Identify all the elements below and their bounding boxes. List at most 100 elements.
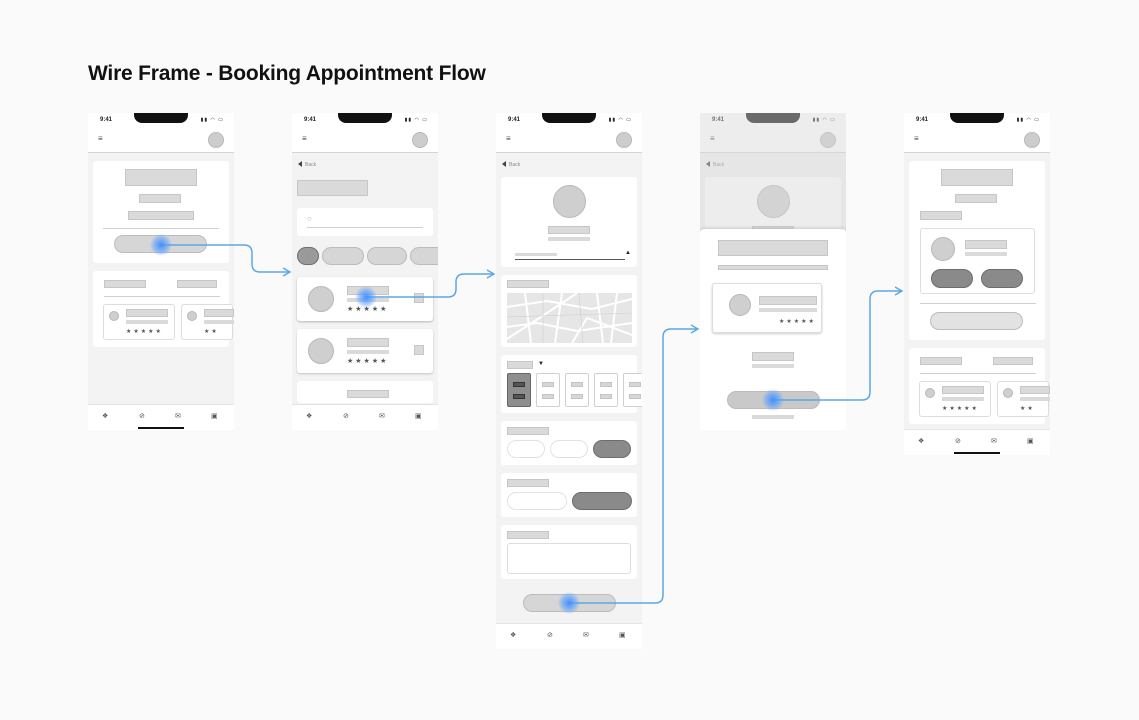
doctor-card[interactable]: ★★★★★ — [919, 381, 991, 417]
notch — [542, 113, 596, 123]
notch — [950, 113, 1004, 123]
doctor-specialty-placeholder — [942, 397, 984, 401]
app-bar: ≡ — [904, 129, 1050, 153]
avatar[interactable] — [208, 132, 224, 148]
avatar[interactable] — [412, 132, 428, 148]
mail-icon[interactable]: ✉ — [583, 632, 589, 639]
link-icon[interactable]: ⊘ — [139, 413, 145, 420]
option-chip[interactable] — [507, 440, 545, 458]
favorite-placeholder[interactable] — [414, 345, 424, 355]
bottom-nav: ❖ ⊘ ✉ ▣ — [496, 623, 642, 649]
doctor-card[interactable]: ★★ — [181, 304, 234, 340]
signal-icon: ▮▮ ◠ ▭ — [200, 117, 224, 123]
back-link[interactable]: Back — [706, 161, 724, 168]
filter-chip[interactable] — [410, 247, 438, 265]
menu-icon[interactable]: ≡ — [710, 134, 715, 143]
doctor-avatar — [931, 237, 955, 261]
doctor-card[interactable]: ★★★★★ — [103, 304, 175, 340]
profile-icon[interactable]: ▣ — [1027, 438, 1034, 445]
visit-type-card — [501, 421, 637, 465]
home-icon[interactable]: ❖ — [306, 413, 313, 420]
avatar[interactable] — [820, 132, 836, 148]
screen-confirm-modal: 9:41 ▮▮ ◠ ▭ ≡ Back ★★★★★ — [700, 113, 846, 430]
option-chip[interactable] — [550, 440, 588, 458]
menu-icon[interactable]: ≡ — [302, 134, 307, 143]
doctor-avatar — [187, 311, 197, 321]
option-chip-selected[interactable] — [572, 492, 632, 510]
doctor-specialty-placeholder — [126, 320, 168, 324]
doctor-specialty-placeholder — [347, 350, 389, 354]
doctor-list-item[interactable]: ★★★★★ — [297, 329, 433, 373]
sheet-subtitle-placeholder — [718, 265, 828, 270]
doctor-specialty-placeholder — [204, 320, 234, 324]
time-slot[interactable] — [623, 373, 642, 407]
tap-indicator — [150, 234, 172, 256]
favorite-placeholder[interactable] — [414, 293, 424, 303]
time-slot[interactable] — [594, 373, 618, 407]
link-icon[interactable]: ⊘ — [955, 438, 961, 445]
filter-chip[interactable] — [322, 247, 364, 265]
back-link[interactable]: Back — [502, 161, 520, 168]
filter-chip[interactable] — [367, 247, 407, 265]
back-link[interactable]: Back — [298, 161, 316, 168]
menu-icon[interactable]: ≡ — [914, 134, 919, 143]
text-placeholder — [128, 211, 194, 220]
signal-icon: ▮▮ ◠ ▭ — [812, 117, 836, 123]
notes-textarea[interactable] — [507, 543, 631, 574]
doctor-card[interactable]: ★★ — [997, 381, 1050, 417]
doctor-photo — [757, 185, 790, 218]
upcoming-appointment-card[interactable] — [920, 228, 1035, 294]
profile-icon[interactable]: ▣ — [415, 413, 422, 420]
app-bar: ≡ — [292, 129, 438, 153]
booking-time-placeholder — [752, 352, 794, 361]
divider — [104, 296, 220, 297]
link-icon[interactable]: ⊘ — [547, 632, 553, 639]
back-arrow-icon — [502, 161, 506, 167]
home-icon[interactable]: ❖ — [102, 413, 109, 420]
option-chip[interactable] — [507, 492, 567, 510]
section-title-placeholder — [104, 280, 146, 288]
profile-icon[interactable]: ▣ — [619, 632, 626, 639]
time-slot-selected[interactable] — [507, 373, 531, 407]
map-view[interactable] — [507, 293, 632, 343]
back-label: Back — [509, 162, 521, 168]
doctor-list-item[interactable] — [297, 381, 433, 403]
doctor-photo — [553, 185, 586, 218]
chevron-down-icon[interactable]: ▼ — [538, 361, 544, 367]
mail-icon[interactable]: ✉ — [991, 438, 997, 445]
reschedule-button[interactable] — [931, 269, 973, 288]
search-input[interactable]: ○ — [297, 208, 433, 236]
menu-icon[interactable]: ≡ — [98, 134, 103, 143]
notch — [338, 113, 392, 123]
mail-icon[interactable]: ✉ — [175, 413, 181, 420]
doctor-avatar — [1003, 388, 1013, 398]
rating-stars: ★★★★★ — [779, 319, 816, 325]
date-selector-placeholder — [507, 361, 533, 369]
filter-chip-active[interactable] — [297, 247, 319, 265]
doctor-name-placeholder — [965, 240, 1007, 249]
home-icon[interactable]: ❖ — [918, 438, 925, 445]
time-slot[interactable] — [536, 373, 560, 407]
mail-icon[interactable]: ✉ — [379, 413, 385, 420]
profile-icon[interactable]: ▣ — [211, 413, 218, 420]
avatar[interactable] — [616, 132, 632, 148]
doctor-name-placeholder — [759, 296, 817, 305]
cancel-link-placeholder[interactable] — [752, 415, 794, 419]
divider — [920, 373, 1036, 374]
booking-date-placeholder — [752, 364, 794, 368]
menu-icon[interactable]: ≡ — [506, 134, 511, 143]
home-icon[interactable]: ❖ — [510, 632, 517, 639]
bottom-nav: ❖ ⊘ ✉ ▣ — [904, 429, 1050, 455]
doctor-avatar — [729, 294, 751, 316]
option-chip-selected[interactable] — [593, 440, 631, 458]
avatar[interactable] — [1024, 132, 1040, 148]
link-icon[interactable]: ⊘ — [343, 413, 349, 420]
cancel-button[interactable] — [981, 269, 1023, 288]
appointments-section: ★★★★★ ★★ — [909, 348, 1050, 424]
time-slot[interactable] — [565, 373, 589, 407]
payment-card — [501, 473, 637, 517]
rating-stars: ★★ — [204, 329, 219, 335]
book-appointment-button[interactable] — [930, 312, 1023, 330]
dropdown-icon[interactable]: ▲ — [625, 250, 631, 256]
subtitle-placeholder — [139, 194, 181, 203]
